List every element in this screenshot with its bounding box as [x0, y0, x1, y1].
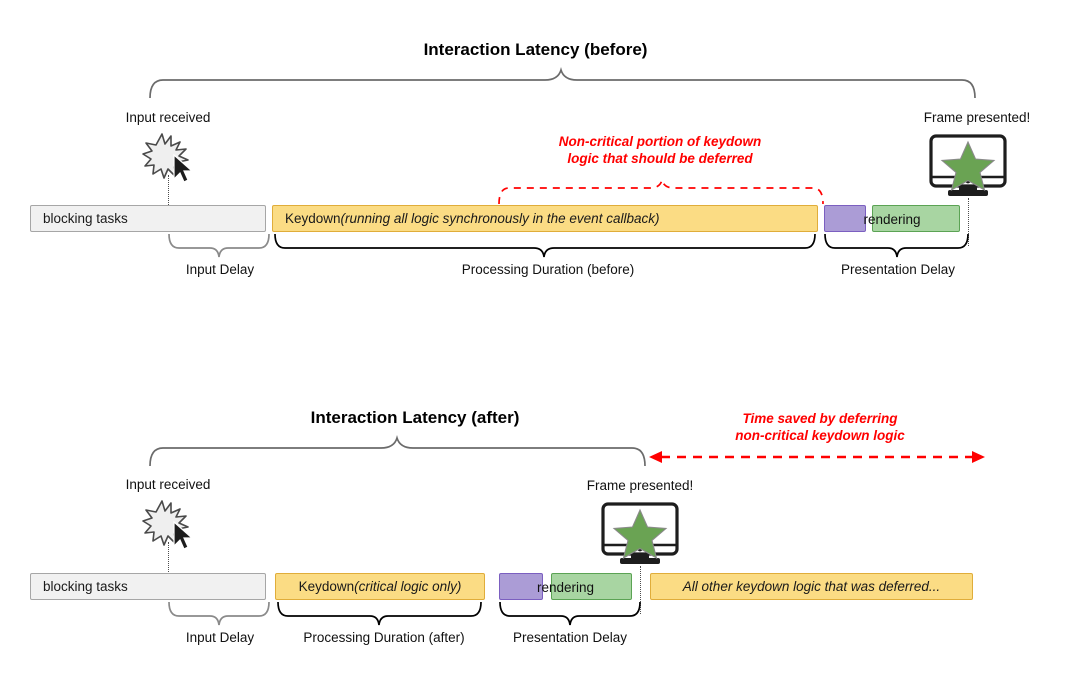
before-presentation-delay-label: Presentation Delay: [840, 262, 956, 277]
monitor-frame-icon: [601, 502, 679, 564]
before-bar-keydown-label: Keydown: [285, 211, 341, 226]
after-bar-keydown-label: Keydown: [298, 579, 355, 594]
before-latency-brace: [149, 67, 976, 99]
star-icon: [612, 508, 668, 560]
spark-cursor-icon: [142, 133, 194, 183]
before-annotation-line2: logic that should be deferred: [567, 151, 753, 167]
after-bar-deferred-work[interactable]: All other keydown logic that was deferre…: [650, 573, 973, 600]
after-bar-keydown[interactable]: Keydown (critical logic only): [275, 573, 485, 600]
before-section-title: Interaction Latency (before): [423, 40, 648, 59]
before-bar-blocking-tasks[interactable]: blocking tasks: [30, 205, 266, 232]
after-frame-guide: [640, 566, 641, 614]
before-input-guide: [168, 175, 169, 213]
after-annotation-line2: non-critical keydown logic: [735, 428, 905, 444]
after-presentation-delay-brace: [499, 601, 641, 626]
before-bar-blocking-tasks-label: blocking tasks: [43, 211, 128, 226]
after-input-received-label: Input received: [125, 477, 211, 492]
before-annotation-line1: Non-critical portion of keydown: [558, 134, 762, 149]
after-presentation-delay-label: Presentation Delay: [512, 630, 628, 645]
before-bar-keydown[interactable]: Keydown (running all logic synchronously…: [272, 205, 818, 232]
after-latency-brace: [149, 435, 646, 467]
before-frame-presented-label: Frame presented!: [923, 110, 1031, 125]
before-bar-rendering[interactable]: [872, 205, 960, 232]
before-annotation-brace: [498, 179, 824, 205]
after-bar-blocking-tasks-label: blocking tasks: [43, 579, 128, 594]
spark-cursor-icon: [142, 500, 194, 550]
before-processing-duration-label: Processing Duration (before): [461, 262, 635, 277]
after-section-title: Interaction Latency (after): [310, 408, 520, 427]
before-input-delay-label: Input Delay: [185, 262, 255, 277]
before-input-delay-brace: [168, 233, 270, 258]
before-presentation-delay-brace: [824, 233, 969, 258]
before-bar-pre-render[interactable]: [824, 205, 866, 232]
star-icon: [940, 140, 996, 192]
after-bar-rendering[interactable]: [551, 573, 632, 600]
before-processing-duration-brace: [274, 233, 816, 258]
after-frame-presented-label: Frame presented!: [586, 478, 694, 493]
after-bar-keydown-sublabel: (critical logic only): [354, 579, 462, 594]
before-input-received-label: Input received: [125, 110, 211, 125]
after-input-guide: [168, 542, 169, 580]
after-input-delay-label: Input Delay: [185, 630, 255, 645]
after-bar-deferred-work-label: All other keydown logic that was deferre…: [682, 579, 941, 594]
after-annotation: Time saved by deferring non-critical key…: [660, 410, 980, 445]
time-saved-arrow: [649, 451, 985, 463]
after-annotation-line1: Time saved by deferring: [742, 411, 898, 426]
after-bar-pre-render[interactable]: [499, 573, 543, 600]
after-processing-duration-label: Processing Duration (after): [303, 630, 465, 645]
before-bar-keydown-sublabel: (running all logic synchronously in the …: [340, 211, 660, 226]
after-processing-duration-brace: [277, 601, 482, 626]
after-input-delay-brace: [168, 601, 270, 626]
before-annotation: Non-critical portion of keydown logic th…: [500, 133, 820, 168]
after-bar-blocking-tasks[interactable]: blocking tasks: [30, 573, 266, 600]
before-frame-guide: [968, 198, 969, 246]
monitor-frame-icon: [929, 134, 1007, 196]
